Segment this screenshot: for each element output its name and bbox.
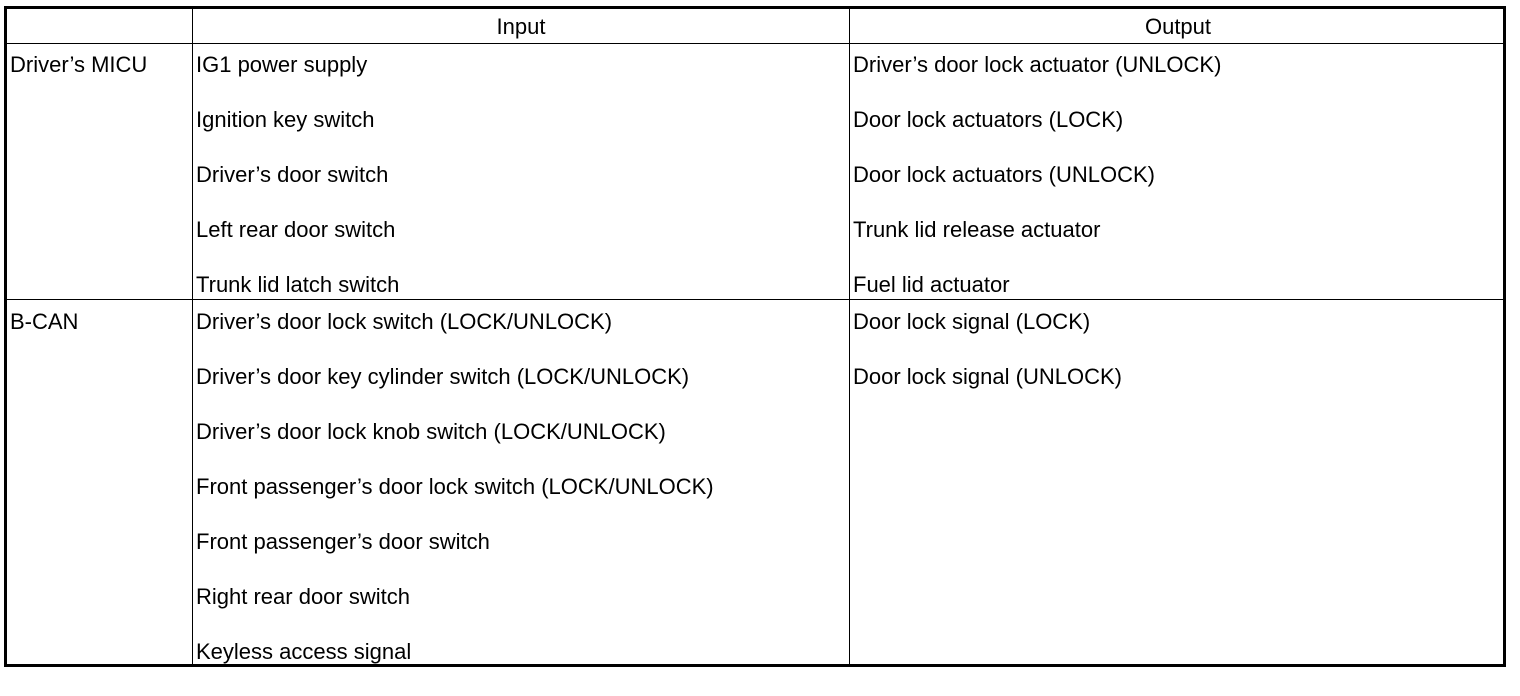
- input-item: Trunk lid latch switch: [196, 272, 400, 297]
- input-item: Driver’s door lock knob switch (LOCK/UNL…: [196, 419, 666, 444]
- input-list: IG1 power supply Ignition key switch Dri…: [196, 54, 399, 329]
- input-item: Front passenger’s door lock switch (LOCK…: [196, 474, 714, 499]
- input-item: Right rear door switch: [196, 584, 410, 609]
- output-item: Door lock actuators (LOCK): [853, 107, 1124, 132]
- input-item: Driver’s door key cylinder switch (LOCK/…: [196, 364, 690, 389]
- output-item: Door lock actuators (UNLOCK): [853, 162, 1155, 187]
- column-divider: [849, 9, 850, 664]
- output-item: Door lock signal (UNLOCK): [853, 364, 1122, 389]
- input-item: Driver’s door switch: [196, 162, 389, 187]
- output-item: Trunk lid release actuator: [853, 217, 1101, 242]
- column-divider: [192, 9, 193, 664]
- output-list: Door lock signal (LOCK) Door lock signal…: [853, 311, 1122, 421]
- input-list: Driver’s door lock switch (LOCK/UNLOCK) …: [196, 311, 714, 696]
- header-output: Output: [1144, 14, 1212, 39]
- io-table: Input Output Driver’s MICU IG1 power sup…: [4, 6, 1506, 667]
- row-source-label: B-CAN: [10, 309, 79, 334]
- output-list: Driver’s door lock actuator (UNLOCK) Doo…: [853, 54, 1221, 329]
- input-item: Front passenger’s door switch: [196, 529, 490, 554]
- output-item: Driver’s door lock actuator (UNLOCK): [853, 52, 1222, 77]
- header-divider: [7, 43, 1503, 44]
- input-item: IG1 power supply: [196, 52, 368, 77]
- header-input: Input: [496, 14, 546, 39]
- input-item: Left rear door switch: [196, 217, 396, 242]
- input-item: Driver’s door lock switch (LOCK/UNLOCK): [196, 309, 613, 334]
- input-item: Keyless access signal: [196, 639, 412, 664]
- output-item: Fuel lid actuator: [853, 272, 1010, 297]
- row-divider: [7, 299, 1503, 300]
- row-source-label: Driver’s MICU: [10, 52, 148, 77]
- output-item: Door lock signal (LOCK): [853, 309, 1091, 334]
- input-item: Ignition key switch: [196, 107, 375, 132]
- header-blank-cell: [7, 9, 192, 45]
